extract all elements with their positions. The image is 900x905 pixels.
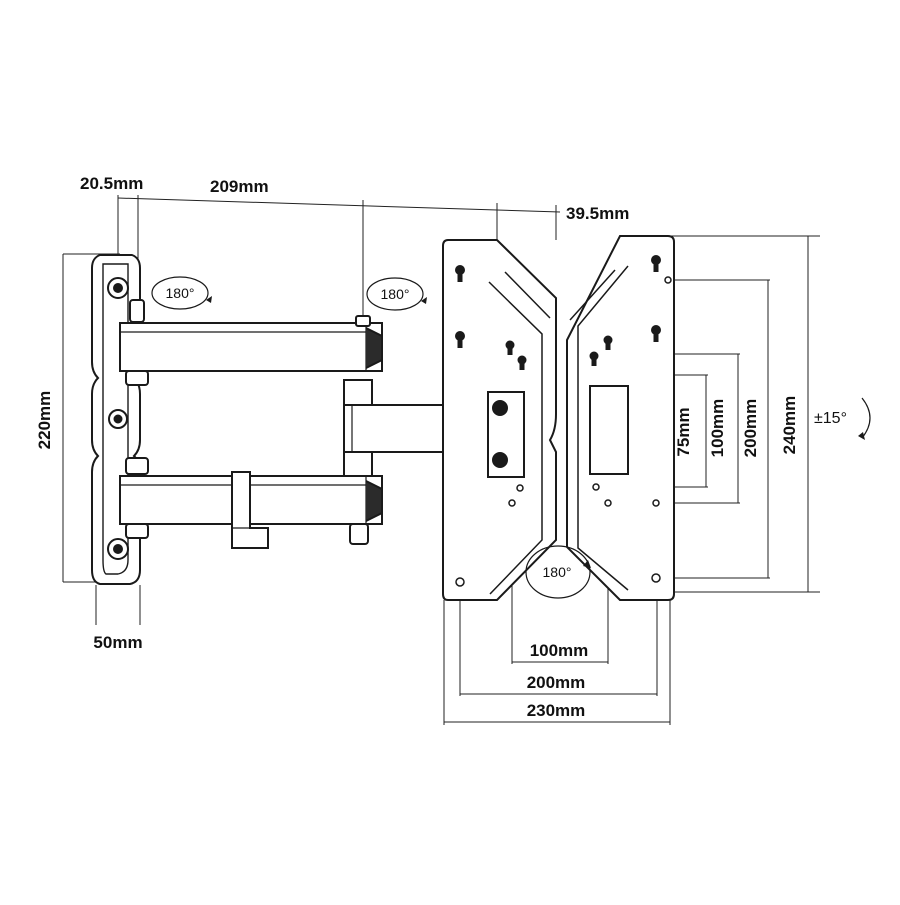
- hole-b4: [604, 499, 612, 507]
- label-39-5mm: 39.5mm: [566, 204, 629, 223]
- label-240mm: 240mm: [780, 396, 799, 455]
- tilt-label: ±15°: [814, 410, 847, 427]
- hole-br: [651, 573, 661, 583]
- bracket-bolt-top: [492, 400, 508, 416]
- bracket-bolt-bottom: [492, 452, 508, 468]
- rotation-ellipse-wall: [151, 276, 209, 310]
- keyholes: [455, 255, 661, 370]
- wall-plate-inner: [102, 263, 129, 575]
- tilt-arrow-icon: [858, 432, 865, 440]
- dimension-labels: 20.5mm 209mm 39.5mm 220mm 50mm 75mm 100m…: [35, 174, 799, 720]
- label-220mm: 220mm: [35, 391, 54, 450]
- keyhole-m2: [517, 355, 527, 370]
- hole-b1: [508, 499, 516, 507]
- rotation-ellipse-plate: [525, 545, 591, 599]
- pivot-lower-right: [349, 523, 369, 545]
- wall-bolt-mid-center: [113, 414, 123, 424]
- rotation-arrow-wall-icon: [206, 296, 212, 303]
- wall-bolt-bottom-center: [113, 544, 123, 554]
- center-pivot-top: [343, 379, 373, 406]
- upper-arm: [119, 322, 383, 372]
- label-75mm: 75mm: [674, 407, 693, 456]
- label-20-5mm: 20.5mm: [80, 174, 143, 193]
- keyhole-m3: [603, 335, 613, 350]
- rotation-label-arm: 180°: [381, 286, 410, 302]
- label-200mm-horizontal: 200mm: [527, 673, 586, 692]
- keyhole-tr: [651, 255, 661, 272]
- hole-b3: [592, 483, 600, 491]
- keyhole-tl2: [455, 331, 465, 348]
- pivot-top-left: [129, 299, 145, 323]
- keyhole-tl: [455, 265, 465, 282]
- hole-b2: [516, 484, 524, 492]
- label-209mm: 209mm: [210, 177, 269, 196]
- dim-line-top: [117, 197, 561, 213]
- pivot-lower-top: [125, 457, 149, 475]
- center-pivot-bottom: [343, 451, 373, 477]
- label-100mm-vertical: 100mm: [708, 399, 727, 458]
- pivot-lower-left: [125, 523, 149, 539]
- rotation-arrow-arm-icon: [421, 297, 427, 304]
- pivot-top-right: [355, 315, 371, 327]
- label-230mm: 230mm: [527, 701, 586, 720]
- label-100mm-horizontal: 100mm: [530, 641, 589, 660]
- tilt-indicator: ±15°: [814, 397, 871, 440]
- right-slot: [577, 265, 629, 591]
- pivot-upper-bottom: [125, 370, 149, 386]
- plate-window: [589, 385, 629, 475]
- rotation-label-wall: 180°: [166, 285, 195, 301]
- lower-arm-cap: [365, 480, 383, 522]
- hole-b5: [652, 499, 660, 507]
- keyhole-tr2: [651, 325, 661, 342]
- wall-bolt-top-center: [113, 283, 123, 293]
- left-slot: [488, 281, 543, 595]
- label-50mm: 50mm: [93, 633, 142, 652]
- tv-plate: [442, 235, 675, 601]
- hole-bl: [455, 577, 465, 587]
- rotation-wall: 180°: [151, 276, 212, 310]
- tilt-arc-icon: [861, 397, 871, 439]
- left-slot-top: [504, 271, 551, 319]
- keyhole-m1: [505, 340, 515, 355]
- label-200mm-vertical: 200mm: [741, 399, 760, 458]
- keyhole-m4: [589, 351, 599, 366]
- swing-arms: [119, 299, 473, 549]
- rotation-plate: 180°: [525, 545, 591, 599]
- round-holes: [455, 276, 672, 587]
- rotation-ellipse-arm: [366, 277, 424, 311]
- right-slot-top: [569, 269, 616, 321]
- hole-r1: [664, 276, 672, 284]
- cable-clip: [231, 471, 269, 549]
- rotation-label-plate: 180°: [543, 564, 572, 580]
- rotation-arm: 180°: [366, 277, 427, 311]
- dimension-lines: [62, 195, 820, 725]
- rotation-arrow-plate-icon: [583, 560, 591, 568]
- upper-arm-cap: [365, 327, 383, 369]
